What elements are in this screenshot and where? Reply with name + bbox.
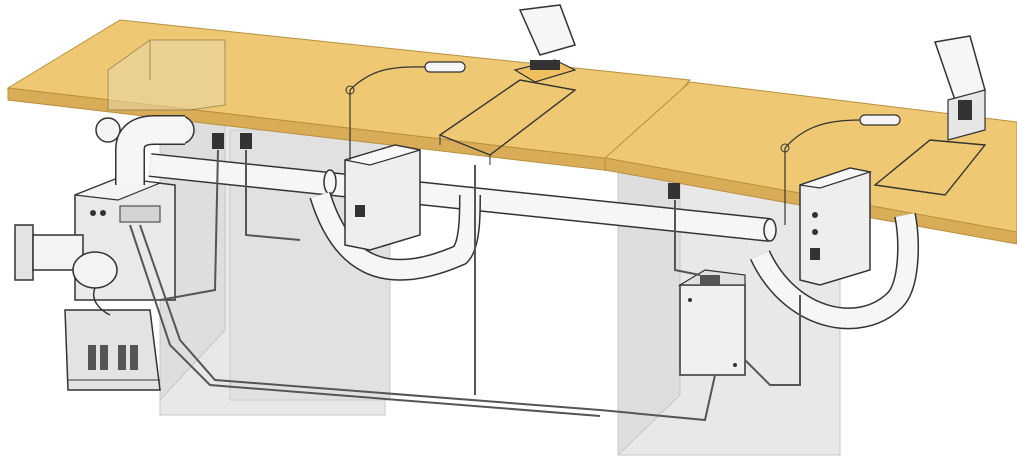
hose-wand-right — [780, 114, 901, 225]
control-module — [677, 269, 746, 376]
pop-up-inlet-right — [934, 35, 986, 141]
flex-hose-left — [309, 191, 481, 281]
hose-wand-left — [345, 61, 466, 160]
vacuum-unit — [64, 177, 176, 391]
electrical-outlets — [212, 133, 680, 199]
exhaust-vent — [14, 224, 118, 316]
upper-box-ghost — [107, 39, 226, 111]
flex-hose-right — [750, 212, 919, 330]
tray-left — [438, 79, 577, 165]
pop-up-inlet-left — [513, 4, 577, 83]
power-cables — [129, 149, 801, 422]
tray-right — [873, 139, 987, 196]
collector-box-right — [799, 167, 873, 286]
collector-box-left — [344, 144, 421, 251]
